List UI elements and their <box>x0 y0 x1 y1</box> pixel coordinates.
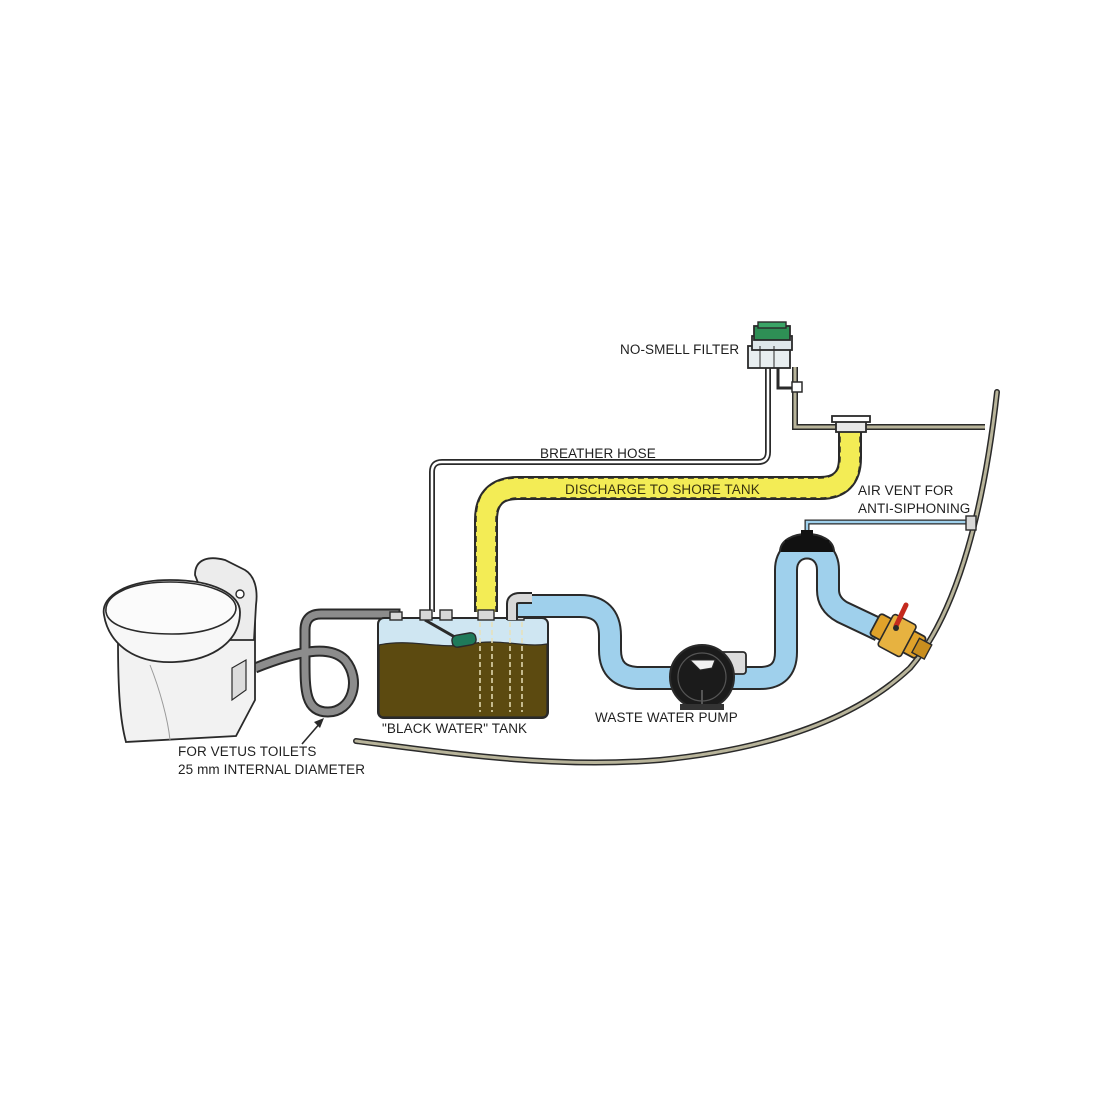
no-smell-filter-label: NO-SMELL FILTER <box>620 342 739 357</box>
vented-loop-icon <box>779 515 977 553</box>
discharge-to-shore-tank-label: DISCHARGE TO SHORE TANK <box>565 482 760 497</box>
waste-water-pump-label: WASTE WATER PUMP <box>595 710 738 725</box>
deck-line-inner <box>793 367 985 429</box>
breather-hose-label: BREATHER HOSE <box>540 446 656 461</box>
toilet-note-arrow <box>301 718 324 745</box>
toilet-note-line2: 25 mm INTERNAL DIAMETER <box>178 762 365 777</box>
toilet-icon <box>102 557 258 743</box>
seacock-valve-icon <box>869 602 933 660</box>
hull-outline-inner <box>354 390 999 765</box>
filter-icon <box>747 321 803 393</box>
tank-icon <box>377 609 549 719</box>
air-vent-label-line1: AIR VENT FOR <box>858 483 954 498</box>
toilet-hose <box>252 608 401 718</box>
black-water-tank-label: "BLACK WATER" TANK <box>382 721 527 736</box>
air-vent-label-line2: ANTI-SIPHONING <box>858 501 970 516</box>
breather-hose <box>429 368 771 612</box>
discharge-hose <box>474 415 871 612</box>
pump-icon <box>669 644 747 710</box>
deck-line <box>792 367 985 430</box>
toilet-note-line1: FOR VETUS TOILETS <box>178 744 316 759</box>
